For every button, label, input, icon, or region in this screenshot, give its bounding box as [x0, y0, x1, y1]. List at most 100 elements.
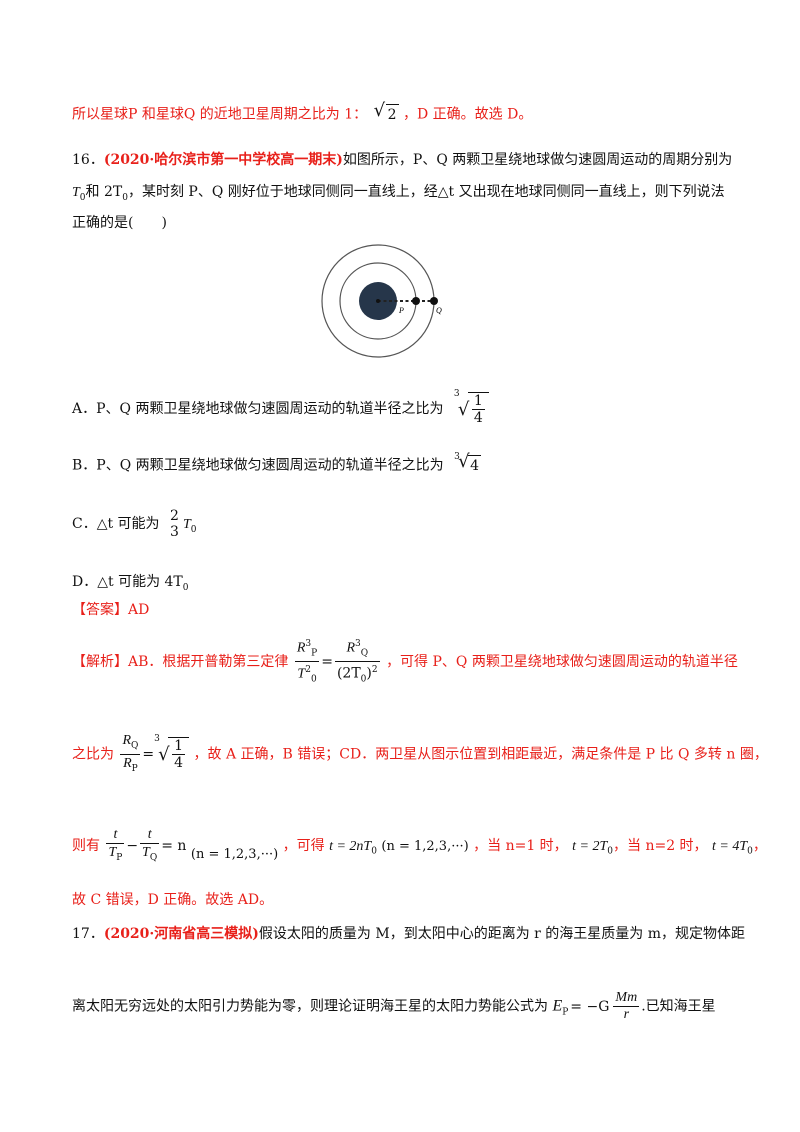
denominator: (2T [336, 666, 361, 683]
root-index: 3 [454, 452, 460, 462]
radicand: 2 [385, 104, 399, 125]
kepler-right-fraction: R3Q (2T0)2 [334, 636, 380, 688]
condition: (n = 1,2,3,···) [381, 838, 469, 854]
t-symbol: t [113, 827, 118, 842]
subscript: 0 [190, 524, 197, 535]
kepler-left-fraction: R3P T20 [294, 636, 320, 688]
analysis-text: ，当 n=1 时， [473, 837, 568, 854]
label-q: Q [436, 306, 442, 315]
t-symbol: T [182, 517, 191, 532]
question-text: 正确的是( ) [72, 215, 167, 231]
analysis-text: ，当 n=2 时， [613, 837, 708, 854]
superscript: 2 [371, 665, 378, 676]
analysis-line-1: 【解析】AB．根据开普勒第三定律 R3P T20 = R3Q (2T0)2 ，可… [72, 636, 738, 685]
satellite-q [430, 297, 438, 305]
paren: ) [366, 666, 372, 683]
root-index: 3 [154, 734, 160, 745]
q16-stem-line-2: T0和 2T0，某时刻 P、Q 刚好位于地球同侧同一直线上，经△t 又出现在地球… [72, 182, 725, 208]
option-text: D．△t 可能为 4T [72, 574, 183, 590]
superscript: 3 [355, 639, 361, 649]
question-number: 16． [72, 152, 104, 168]
numerator: 2 [170, 508, 179, 524]
equals-sign: = [321, 653, 333, 670]
earth-center [376, 299, 380, 303]
subscript: 0 [182, 582, 189, 593]
numerator: Mm [613, 990, 640, 1007]
question-text: .已知海王星 [641, 998, 716, 1015]
subscript: Q [360, 648, 369, 659]
analysis-text: 【解析】AB．根据开普勒第三定律 [72, 653, 289, 670]
denominator: 4 [473, 410, 483, 426]
numerator: 1 [471, 393, 485, 410]
radicand: 4 [468, 455, 482, 476]
root-index: 3 [453, 389, 460, 399]
analysis-line-4: 故 C 错误，D 正确。故选 AD。 [72, 890, 273, 910]
e-symbol: E [552, 997, 563, 1015]
subscript: 0 [371, 846, 377, 857]
q17-stem-line-1: 17．(2020·河南省高三模拟)假设太阳的质量为 M，到太阳中心的距离为 r … [72, 924, 745, 944]
label-p: P [398, 306, 404, 315]
equation-rhs: = −G [570, 998, 610, 1015]
equals-sign: = [142, 746, 155, 763]
question-source: (2020·河南省高三模拟) [103, 926, 259, 942]
condition: (n = 1,2,3,···) [190, 846, 279, 862]
question-text: 假设太阳的质量为 M，到太阳中心的距离为 r 的海王星质量为 m，规定物体距 [258, 926, 746, 942]
r-symbol: R [346, 640, 355, 656]
option-text: B．P、Q 两颗卫星绕地球做匀速圆周运动的轨道半径之比为 [72, 457, 444, 474]
denominator: 3 [170, 524, 179, 540]
answer-text: 【答案】AD [72, 602, 150, 618]
option-text: A．P、Q 两颗卫星绕地球做匀速圆周运动的轨道半径之比为 [72, 401, 444, 417]
option-b: B．P、Q 两颗卫星绕地球做匀速圆周运动的轨道半径之比为 3 √ 4 [72, 452, 482, 476]
equation: t = 2nT [329, 838, 372, 854]
question-text: 离太阳无穷远处的太阳引力势能为零，则理论证明海王星的太阳力势能公式为 [72, 998, 548, 1015]
question-number: 17． [72, 926, 104, 942]
subscript: 0 [122, 192, 128, 203]
superscript: 3 [305, 639, 312, 649]
equation: t = 4T [712, 838, 748, 854]
superscript: 2 [305, 665, 311, 676]
subscript: 0 [79, 192, 86, 203]
denominator: 4 [174, 755, 184, 772]
sqrt-two: √ 2 [373, 100, 399, 125]
ratio-fraction: RQ RP [120, 732, 141, 777]
t-symbol: T [108, 845, 117, 860]
orbit-diagram: P Q [321, 244, 442, 358]
t-symbol: T [142, 845, 150, 860]
subscript: P [311, 648, 318, 659]
analysis-text: ，故 A 正确，B 错误；CD．两卫星从图示位置到相距最近，满足条件是 P 比 … [193, 746, 768, 763]
subscript: 0 [360, 674, 367, 685]
r-symbol: R [122, 733, 132, 748]
subscript: 0 [607, 846, 613, 857]
option-d: D．△t 可能为 4T0 [72, 572, 189, 598]
question-source: (2020·哈尔滨市第一中学校高一期末) [103, 152, 343, 168]
conclusion-line: 所以星球P 和星球Q 的近地卫星周期之比为 1： √ 2 ，D 正确。故选 D。 [72, 100, 532, 125]
subscript: P [562, 1007, 569, 1018]
question-text: ，某时刻 P、Q 刚好位于地球同侧同一直线上，经△t 又出现在地球同侧同一直线上… [127, 184, 725, 200]
cube-root: 3 √ 4 [454, 452, 482, 476]
q16-stem-line-1: 16．(2020·哈尔滨市第一中学校高一期末)如图所示，P、Q 两颗卫星绕地球做… [72, 150, 732, 170]
answer-line: 【答案】AD [72, 600, 149, 620]
minus-sign: − [126, 837, 139, 854]
denominator: r [623, 1007, 630, 1022]
analysis-text: 则有 [72, 837, 100, 854]
subscript: P [131, 763, 138, 774]
r-symbol: R [123, 755, 132, 771]
r-symbol: R [296, 640, 306, 656]
question-text: 如图所示，P、Q 两颗卫星绕地球做匀速圆周运动的周期分别为 [342, 152, 733, 168]
analysis-text: ，可得 [282, 837, 325, 854]
subscript: P [116, 852, 123, 863]
subscript: Q [149, 852, 158, 863]
subscript: 0 [747, 846, 753, 857]
satellite-p [412, 297, 420, 305]
analysis-text: 故 C 错误，D 正确。故选 AD。 [72, 892, 274, 908]
